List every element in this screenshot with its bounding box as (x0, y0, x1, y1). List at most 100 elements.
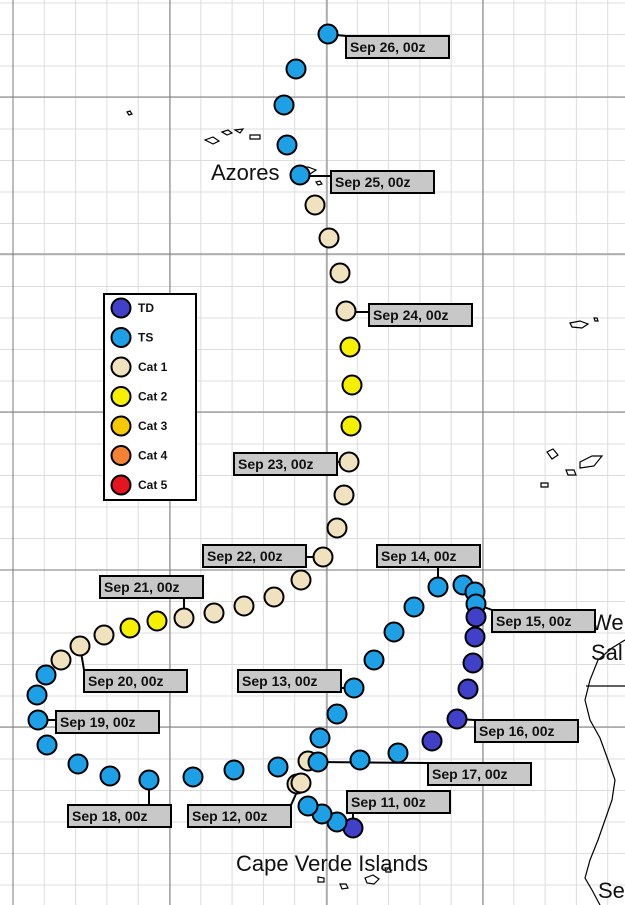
track-point-cat1 (93, 624, 115, 646)
land-outlines (126, 110, 625, 905)
africa-coast (584, 639, 625, 905)
track-point-cat1 (329, 262, 351, 284)
track-point-td (457, 678, 479, 700)
date-label-sep17: Sep 17, 00z (427, 762, 532, 786)
track-point-ts (67, 753, 89, 775)
track-point-ts (387, 742, 409, 764)
date-label-box (237, 669, 342, 693)
legend-label: Cat 3 (138, 419, 168, 433)
date-label-text: Sep 12, 00z (192, 808, 268, 824)
azores-label: Azores (211, 160, 279, 185)
date-label-box (427, 762, 532, 786)
track-point-ts (343, 677, 365, 699)
track-point-ts (276, 134, 298, 156)
track-point-ts (383, 621, 405, 643)
track-point-ts (285, 58, 307, 80)
track-point-ts (36, 734, 58, 756)
date-label-sep21: Sep 21, 00z (99, 575, 204, 599)
date-label-sep18: Sep 18, 00z (67, 804, 172, 828)
date-label-text: Sep 24, 00z (373, 307, 449, 323)
track-point-cat1 (69, 635, 91, 657)
date-label-text: Sep 16, 00z (479, 723, 555, 739)
track-point-ts (349, 749, 371, 771)
western-sahara-label-2: Sal (591, 640, 623, 665)
date-label-text: Sep 23, 00z (238, 456, 314, 472)
track-point-cat2 (341, 374, 363, 396)
legend-swatch (110, 386, 132, 407)
track-point-cat1 (304, 194, 326, 216)
legend-item-cat2: Cat 2 (110, 386, 168, 407)
legend-label: Cat 2 (138, 390, 168, 404)
track-point-ts (307, 751, 329, 773)
track-point-ts (289, 164, 311, 186)
cape-verde-island (364, 874, 380, 885)
track-point-ts (326, 703, 348, 725)
cape-verde-label: Cape Verde Islands (236, 851, 428, 876)
track-point-ts (35, 664, 57, 686)
date-label-sep11: Sep 11, 00z (346, 790, 451, 814)
canary-island (540, 482, 549, 488)
date-label-text: Sep 20, 00z (88, 673, 164, 689)
track-point-cat1 (233, 595, 255, 617)
date-label-text: Sep 15, 00z (496, 613, 572, 629)
cape-verde-island (384, 867, 392, 873)
date-label-text: Sep 17, 00z (432, 766, 508, 782)
track-point-cat1 (333, 484, 355, 506)
legend-label: Cat 5 (138, 478, 168, 492)
date-label-sep24: Sep 24, 00z (368, 303, 473, 327)
track-point-ts (182, 766, 204, 788)
azores-island (249, 134, 261, 140)
date-label-box (376, 544, 481, 568)
track-point-ts (267, 756, 289, 778)
track-point-td (464, 626, 486, 648)
date-label-sep22: Sep 22, 00z (202, 544, 307, 568)
date-label-text: Sep 18, 00z (72, 808, 148, 824)
date-label-box (345, 35, 450, 59)
date-label-box (67, 804, 172, 828)
date-label-box (491, 609, 596, 633)
date-label-sep23: Sep 23, 00z (233, 452, 338, 476)
canary-island (546, 448, 559, 460)
track-point-ts (297, 795, 319, 817)
date-label-sep13: Sep 13, 00z (237, 669, 342, 693)
date-label-sep25: Sep 25, 00z (330, 170, 435, 194)
legend-item-cat5: Cat 5 (110, 474, 168, 496)
track-point-cat1 (50, 649, 72, 671)
legend-swatch (110, 445, 132, 466)
legend-swatch (110, 415, 132, 437)
legend-label: TS (138, 331, 153, 345)
track-point-cat1 (318, 227, 340, 249)
date-label-text: Sep 21, 00z (104, 579, 180, 595)
isle (593, 317, 599, 322)
date-label-sep12: Sep 12, 00z (187, 804, 292, 828)
azores-island (203, 136, 221, 145)
track-point-cat2 (146, 610, 168, 632)
date-label-text: Sep 26, 00z (350, 39, 426, 55)
track-point-ts (99, 765, 121, 787)
track-point-cat1 (326, 517, 348, 539)
date-label-text: Sep 25, 00z (335, 174, 411, 190)
date-label-sep16: Sep 16, 00z (474, 719, 579, 743)
track-point-ts (223, 759, 245, 781)
date-label-text: Sep 11, 00z (351, 794, 426, 810)
date-label-text: Sep 19, 00z (60, 714, 136, 730)
legend-label: TD (138, 301, 154, 315)
storm-track (26, 23, 487, 839)
track-point-cat1 (263, 586, 285, 608)
track-point-ts (403, 596, 425, 618)
track-point-ts (427, 576, 449, 598)
legend-item-ts: TS (110, 327, 153, 348)
date-label-box (474, 719, 579, 743)
track-point-td (465, 606, 487, 628)
track-point-cat1 (203, 602, 225, 624)
track-point-td (462, 652, 484, 674)
date-label-box (330, 170, 435, 194)
legend-item-cat1: Cat 1 (110, 356, 168, 378)
date-label-box (99, 575, 204, 599)
date-label-box (346, 790, 451, 814)
track-point-cat1 (335, 300, 357, 322)
track-point-ts (363, 649, 385, 671)
leader-line (317, 761, 429, 764)
track-point-cat1 (290, 569, 312, 591)
